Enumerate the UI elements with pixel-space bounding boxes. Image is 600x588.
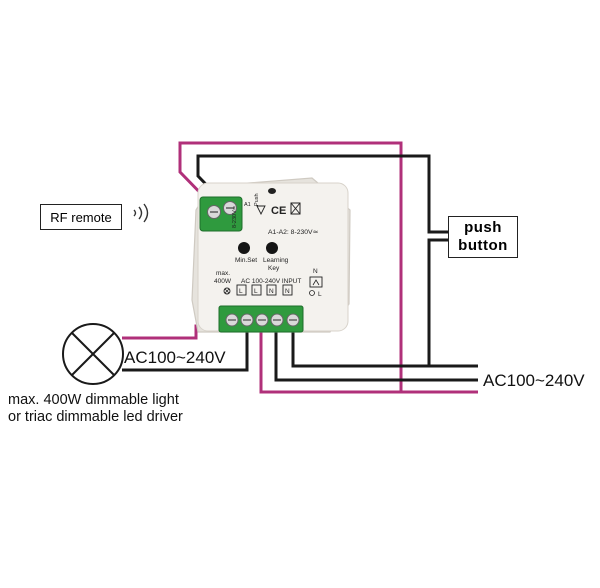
push-button-box: push button bbox=[448, 216, 518, 258]
svg-text:N: N bbox=[269, 288, 274, 295]
min-set-label: Min.Set bbox=[235, 257, 257, 264]
rf-remote-box: RF remote bbox=[40, 204, 122, 230]
light-description: max. 400W dimmable light or triac dimmab… bbox=[8, 392, 183, 426]
mini-terminal-labels: 8-230V≃ A1 Push bbox=[232, 193, 260, 228]
push-button-label-2: button bbox=[458, 237, 508, 254]
lamp-leads bbox=[122, 336, 124, 372]
input-terminal-block bbox=[199, 196, 243, 232]
light-description-line-1: max. 400W dimmable light bbox=[8, 392, 179, 408]
terminal-legend-row: L L N N bbox=[223, 284, 293, 296]
svg-text:N: N bbox=[313, 268, 318, 275]
learning-key-label-1: Learning bbox=[263, 257, 289, 264]
ac-right-label: AC100~240V bbox=[483, 371, 585, 390]
ac-left-label: AC100~240V bbox=[124, 348, 226, 367]
lamp-symbol bbox=[62, 323, 124, 385]
black-wire-ac-lines bbox=[124, 322, 478, 382]
svg-text:8-230V≃: 8-230V≃ bbox=[232, 205, 238, 228]
certification-marks: CE bbox=[256, 202, 301, 217]
push-button-label-1: push bbox=[464, 219, 502, 236]
svg-text:CE: CE bbox=[271, 205, 286, 217]
svg-text:L: L bbox=[239, 288, 243, 295]
black-wire-push-loop bbox=[196, 154, 448, 366]
output-terminal-block bbox=[218, 305, 304, 333]
max-label-2: 400W bbox=[214, 278, 232, 285]
svg-text:L: L bbox=[318, 291, 322, 298]
max-label-1: max. bbox=[216, 270, 230, 277]
side-wiring-symbol: N L bbox=[309, 268, 323, 298]
light-description-line-2: or triac dimmable led driver bbox=[8, 409, 183, 425]
learning-key-label-2: Key bbox=[268, 265, 280, 272]
rf-signal-icon bbox=[133, 203, 149, 223]
svg-text:L: L bbox=[254, 288, 258, 295]
min-set-button[interactable] bbox=[238, 242, 250, 254]
learning-key-button[interactable] bbox=[266, 242, 278, 254]
svg-text:A1: A1 bbox=[244, 202, 251, 208]
rf-remote-label: RF remote bbox=[50, 209, 112, 225]
magenta-wire-top-loop bbox=[178, 141, 403, 394]
rating-label: A1-A2: 8-230V≃ bbox=[268, 229, 319, 236]
svg-text:Push: Push bbox=[254, 193, 260, 206]
input-label: AC 100-240V INPUT bbox=[241, 278, 301, 285]
svg-text:N: N bbox=[285, 288, 290, 295]
